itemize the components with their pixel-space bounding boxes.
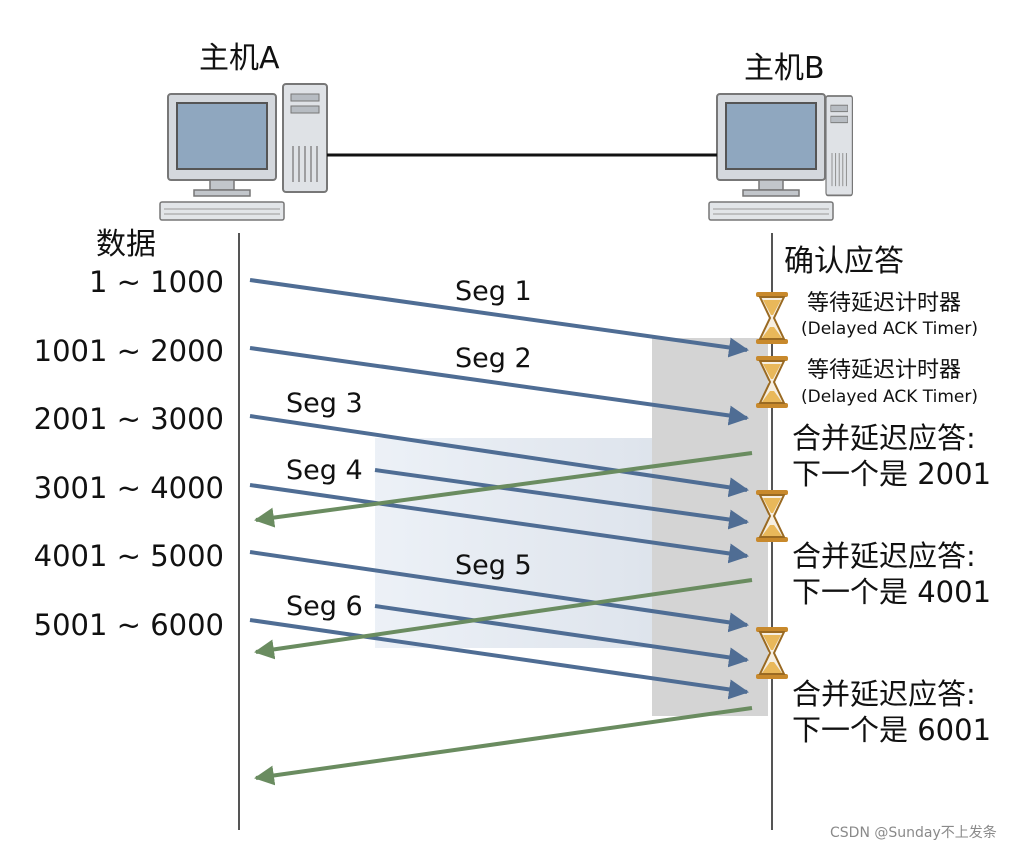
data-column-title: 数据	[96, 227, 156, 262]
ack-2001-arrow	[254, 451, 753, 528]
host-a-computer	[159, 93, 285, 221]
timer-label: 等待延迟计时器	[807, 358, 962, 383]
seg-1-arrow	[249, 278, 749, 358]
seg-label: Seg 2	[455, 343, 532, 374]
ack-4001-arrow	[254, 578, 753, 660]
range-label: 1001 ~ 2000	[33, 334, 224, 368]
seg-6-arrow	[249, 618, 749, 700]
seg-label: Seg 3	[286, 388, 363, 419]
timer-sublabel: (Delayed ACK Timer)	[801, 387, 979, 407]
ack-column-title: 确认应答	[784, 244, 904, 279]
seg-4-arrow	[249, 483, 749, 564]
timer-label: 等待延迟计时器	[807, 291, 962, 316]
range-label: 2001 ~ 3000	[33, 402, 224, 436]
seg-label: Seg 1	[455, 276, 532, 307]
ack-label: 合并延迟应答:	[792, 421, 976, 455]
seg-2-arrow	[249, 346, 749, 426]
seg-label: Seg 5	[455, 550, 532, 581]
host-b-label: 主机B	[744, 51, 825, 86]
seg-6-overlap-arrow	[374, 604, 749, 668]
delay-window-shade	[652, 338, 768, 716]
range-label: 1 ~ 1000	[89, 265, 224, 299]
seg-4-overlap-arrow	[374, 468, 749, 530]
host-a-label: 主机A	[199, 41, 280, 76]
range-label: 3001 ~ 4000	[33, 471, 224, 505]
timer-sublabel: (Delayed ACK Timer)	[801, 319, 979, 339]
range-label: 5001 ~ 6000	[33, 608, 224, 642]
seg-3-arrow	[249, 414, 749, 498]
ack-label: 合并延迟应答:	[792, 539, 976, 573]
range-label: 4001 ~ 5000	[33, 539, 224, 573]
host-a-tower	[282, 83, 328, 193]
ack-label: 合并延迟应答:	[792, 677, 976, 711]
ack-label: 下一个是 2001	[792, 457, 992, 491]
seg-5-arrow	[249, 550, 749, 633]
seg-label: Seg 6	[286, 591, 363, 622]
ack-label: 下一个是 4001	[792, 575, 992, 609]
hourglass-icon	[755, 291, 789, 345]
host-b-tower	[825, 95, 854, 197]
watermark: CSDN @Sunday不上发条	[830, 825, 997, 841]
host-b-computer	[708, 93, 834, 221]
ack-label: 下一个是 6001	[792, 713, 992, 747]
ack-6001-arrow	[254, 706, 753, 786]
seg-label: Seg 4	[286, 455, 363, 486]
